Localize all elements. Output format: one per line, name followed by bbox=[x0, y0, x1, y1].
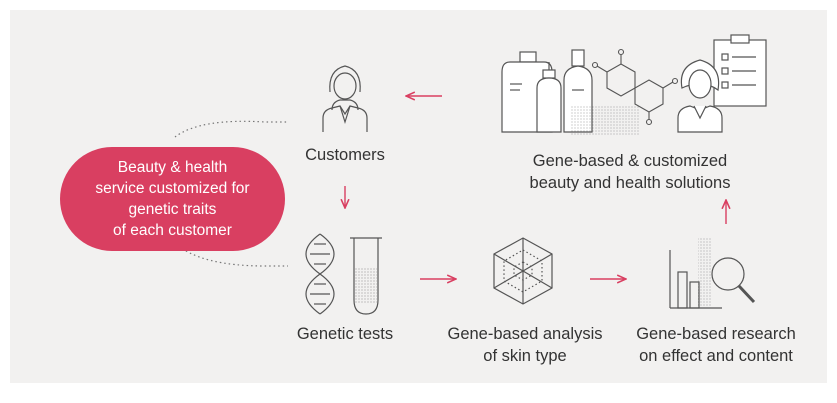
skin-analysis-label-line-2: of skin type bbox=[483, 347, 567, 365]
core-service-pill: Beauty & health service customized for g… bbox=[60, 147, 285, 251]
core-service-line-2: service customized for bbox=[95, 180, 250, 197]
customers-label: Customers bbox=[305, 146, 385, 164]
dotted-connector-top bbox=[174, 120, 288, 138]
diagram-graphics bbox=[174, 34, 767, 315]
consultant-with-clipboard-icon bbox=[677, 34, 767, 133]
solutions-label: Gene-based & customized beauty and healt… bbox=[510, 150, 750, 194]
genetic-tests-label: Genetic tests bbox=[296, 325, 394, 343]
molecule-icon bbox=[591, 48, 679, 126]
hexagon-analysis-icon bbox=[493, 237, 553, 305]
dot-texture bbox=[570, 105, 640, 135]
core-service-line-4: of each customer bbox=[113, 222, 232, 239]
magnifier-chart-icon bbox=[669, 238, 756, 309]
research-label-line-2: on effect and content bbox=[639, 347, 793, 365]
test-tube-liquid bbox=[355, 268, 377, 304]
skin-analysis-label-line-1: Gene-based analysis bbox=[447, 325, 603, 343]
research-label-line-1: Gene-based research bbox=[636, 325, 796, 343]
dna-test-tube-icon bbox=[305, 233, 382, 315]
research-label: Gene-based research on effect and conten… bbox=[623, 323, 809, 367]
core-service-line-3: genetic traits bbox=[128, 201, 217, 218]
skin-analysis-label: Gene-based analysis of skin type bbox=[440, 323, 610, 367]
solutions-label-line-1: Gene-based & customized bbox=[532, 152, 728, 170]
core-service-line-1: Beauty & health bbox=[117, 159, 228, 176]
solutions-label-line-2: beauty and health solutions bbox=[529, 174, 731, 192]
person-icon bbox=[322, 65, 368, 132]
diagram-canvas: Beauty & health service customized for g… bbox=[10, 10, 827, 383]
